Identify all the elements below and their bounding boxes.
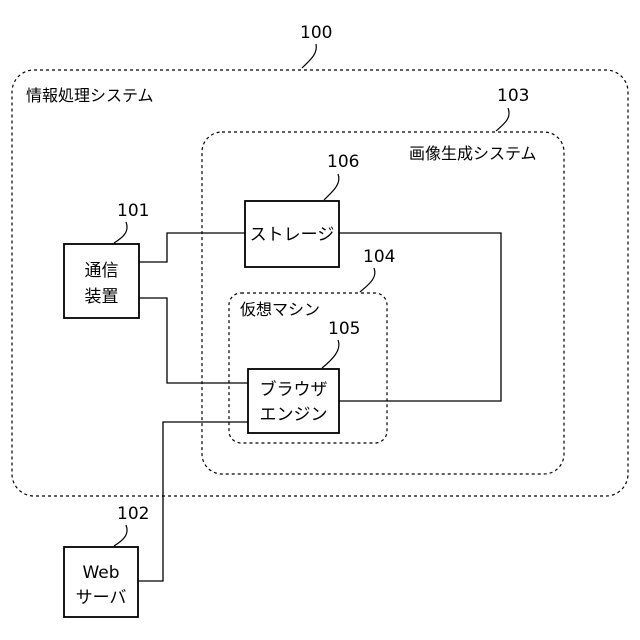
wire-comm-to-storage (139, 233, 245, 262)
browser-engine-ref: 105 (328, 319, 360, 339)
info-system-leader (302, 44, 316, 68)
wire-comm-to-browser (139, 298, 248, 383)
image-system-label: 画像生成システム (409, 144, 537, 163)
image-system-ref: 103 (497, 86, 529, 106)
storage-label: ストレージ (250, 225, 335, 245)
storage-leader (324, 174, 339, 200)
info-system-ref: 100 (300, 23, 332, 43)
comm-device-ref: 101 (117, 201, 149, 221)
comm-device-line1: 通信 (85, 261, 119, 281)
wire-web-to-browser (138, 422, 248, 581)
web-server-leader (114, 525, 127, 546)
vm-leader (360, 268, 375, 292)
browser-engine-leader (322, 340, 339, 368)
web-server-ref: 102 (117, 504, 149, 524)
comm-device-leader (114, 222, 127, 243)
browser-engine-line1: ブラウザ (260, 379, 328, 400)
web-server-line1: Web (82, 563, 119, 583)
info-system-label: 情報処理システム (26, 86, 154, 105)
vm-ref: 104 (363, 247, 395, 267)
vm-label: 仮想マシン (240, 300, 320, 319)
storage-ref: 106 (327, 152, 359, 172)
comm-device-line2: 装置 (85, 287, 119, 307)
web-server-line2: サーバ (76, 588, 127, 608)
browser-engine-line2: エンジン (260, 405, 328, 425)
image-system-leader (496, 108, 509, 131)
